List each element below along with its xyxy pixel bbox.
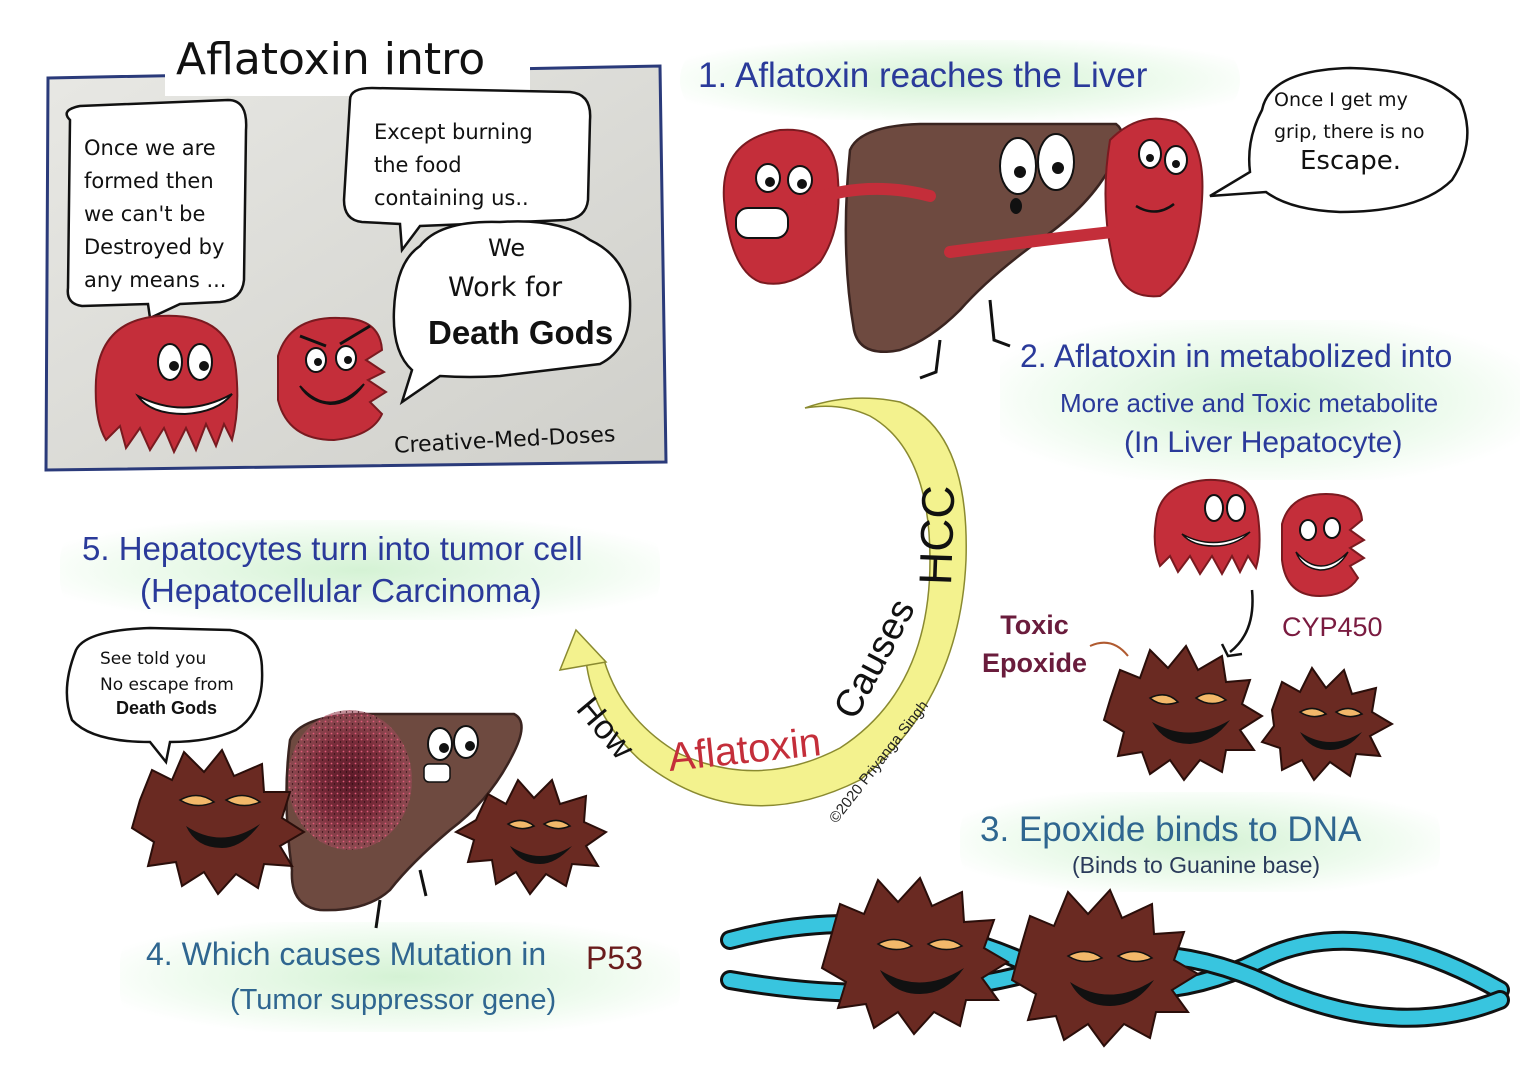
step5-line2: (Hepatocellular Carcinoma): [140, 572, 542, 609]
step2-line1: 2. Aflatoxin in metabolized into: [1020, 338, 1453, 374]
arc-hcc: HCC: [908, 484, 965, 586]
step1-bubble-line: Once I get my: [1274, 89, 1408, 111]
intro-left-line: formed then: [84, 169, 214, 193]
step3-highlight: [960, 792, 1440, 892]
dna-epoxide-1: [820, 876, 1010, 1036]
intro-bubble-right: [342, 86, 592, 254]
intro-bubble-right-text: Except burning the food containing us..: [374, 116, 533, 215]
step5-line1: 5. Hepatocytes turn into tumor cell: [82, 530, 583, 567]
intro-work-for: Work for: [448, 272, 563, 303]
intro-left-line: any means ...: [84, 268, 227, 292]
step3-title: 3. Epoxide binds to DNA: [980, 810, 1362, 849]
epoxide-label-line: Toxic: [1000, 610, 1069, 640]
step1-title: 1. Aflatoxin reaches the Liver: [698, 56, 1148, 95]
epoxide-2: [1260, 666, 1395, 782]
toxic-epoxide-arrow: [1089, 641, 1129, 657]
step1-escape: Escape.: [1300, 146, 1401, 176]
intro-right-line: the food: [374, 153, 462, 177]
step1-bubble-text: Once I get my grip, there is no: [1274, 84, 1424, 148]
step1-bubble-line: grip, there is no: [1274, 121, 1425, 143]
step1-highlight: [680, 40, 1240, 120]
intro-left-line: we can't be: [84, 202, 206, 226]
tumor-liver: [285, 710, 523, 929]
toxic-epoxide-label: Toxic Epoxide: [982, 606, 1087, 682]
enzyme-label: CYP450: [1282, 612, 1383, 642]
intro-left-line: Once we are: [84, 136, 216, 160]
step4-line1: 4. Which causes Mutation in: [146, 936, 547, 972]
liver-toxin-left: [722, 128, 936, 285]
intro-bubble-left: [65, 98, 248, 320]
step2-highlight: [1000, 320, 1520, 480]
step4-line2: (Tumor suppressor gene): [230, 984, 557, 1016]
step5-highlight: [60, 520, 660, 620]
intro-death-gods: Death Gods: [428, 314, 614, 351]
step3-subtitle: (Binds to Guanine base): [1072, 852, 1321, 878]
cyp450-arrowhead: [1220, 643, 1243, 658]
intro-right-line: Except burning: [374, 120, 533, 144]
step5-death-gods: Death Gods: [116, 698, 218, 718]
tumor-epoxide-right: [453, 778, 609, 896]
step2-line3: (In Liver Hepatocyte): [1124, 426, 1403, 459]
epoxide-label-line: Epoxide: [982, 648, 1088, 678]
intro-bubble-left-text: Once we are formed then we can't be Dest…: [84, 132, 226, 297]
step5-bubble: [65, 626, 264, 765]
dna-epoxide-2: [1010, 888, 1200, 1048]
intro-title: Aflatoxin intro: [176, 34, 486, 85]
step1-bubble: [1209, 66, 1469, 214]
liver-toxin-right: [944, 117, 1204, 298]
intro-bubble-work: [392, 220, 632, 406]
step4-highlight: [120, 922, 680, 1032]
epoxide-1: [1102, 644, 1264, 782]
step5-bubble-line: See told you: [100, 649, 207, 669]
intro-work-we: We: [488, 234, 526, 262]
step2-line2: More active and Toxic metabolite: [1060, 388, 1439, 418]
intro-left-line: Destroyed by: [84, 235, 225, 259]
step2-toxin-1: [1153, 478, 1261, 577]
step5-bubble-text: See told you No escape from: [100, 646, 234, 698]
tumor-epoxide-left: [130, 748, 306, 896]
intro-toxin-right: [277, 316, 388, 442]
cyp450-arrow: [1229, 589, 1254, 653]
step5-bubble-line: No escape from: [100, 675, 234, 695]
p53-label: P53: [586, 940, 643, 976]
step2-toxin-2: [1281, 492, 1366, 598]
liver-scene: [844, 122, 1124, 380]
center-arc: [558, 397, 967, 807]
intro-toxin-left: [94, 314, 239, 455]
intro-right-line: containing us..: [374, 186, 529, 210]
